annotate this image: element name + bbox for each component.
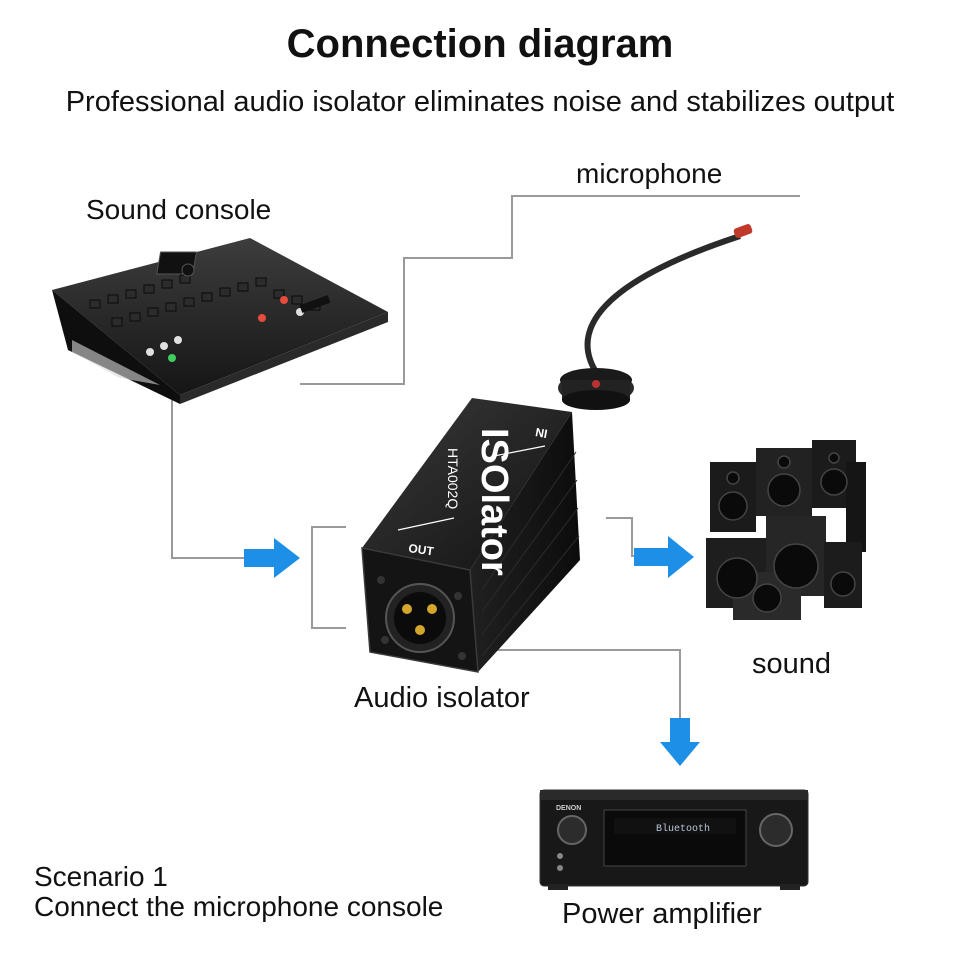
- isolator-brand-text: ISOlator: [473, 428, 515, 576]
- amplifier-display-text: Bluetooth: [656, 823, 710, 835]
- scenario-description: Connect the microphone console: [34, 891, 444, 922]
- arrow-to-isolator: [244, 538, 300, 578]
- arrow-to-sound: [634, 536, 694, 578]
- speakers-image: [706, 440, 866, 620]
- connection-lines: [171, 195, 800, 722]
- isolator-in-label: IN: [534, 425, 548, 441]
- console-buttons: [146, 263, 304, 362]
- console-to-isolator-line: [171, 400, 245, 559]
- microphone-image: [558, 224, 753, 410]
- amplifier-brand-text: DENON: [556, 805, 581, 812]
- mic-to-console-line: [300, 195, 800, 385]
- power-amplifier-image: Bluetooth DENON: [539, 789, 809, 890]
- isolator-to-amp-line: [495, 649, 681, 722]
- power-amplifier-label: Power amplifier: [562, 898, 762, 930]
- xlr-connector: [385, 583, 455, 653]
- page-title: Connection diagram: [286, 22, 674, 66]
- isolator-input-bracket: [311, 526, 346, 629]
- sound-console-image: [52, 238, 388, 404]
- audio-isolator-label: Audio isolator: [354, 682, 530, 714]
- scenario-caption: Scenario 1 Connect the microphone consol…: [34, 862, 443, 922]
- sound-label: sound: [752, 648, 832, 680]
- sound-console-label: Sound console: [86, 194, 272, 225]
- isolator-model-text: HTA002Q: [445, 448, 461, 509]
- arrow-to-amplifier: [660, 718, 700, 766]
- audio-isolator-image: ISOlator HTA002Q OUT IN: [361, 398, 580, 673]
- scenario-title: Scenario 1: [34, 861, 168, 892]
- page-subtitle: Professional audio isolator eliminates n…: [65, 86, 895, 118]
- isolator-out-label: OUT: [408, 541, 436, 558]
- microphone-label: microphone: [576, 158, 723, 189]
